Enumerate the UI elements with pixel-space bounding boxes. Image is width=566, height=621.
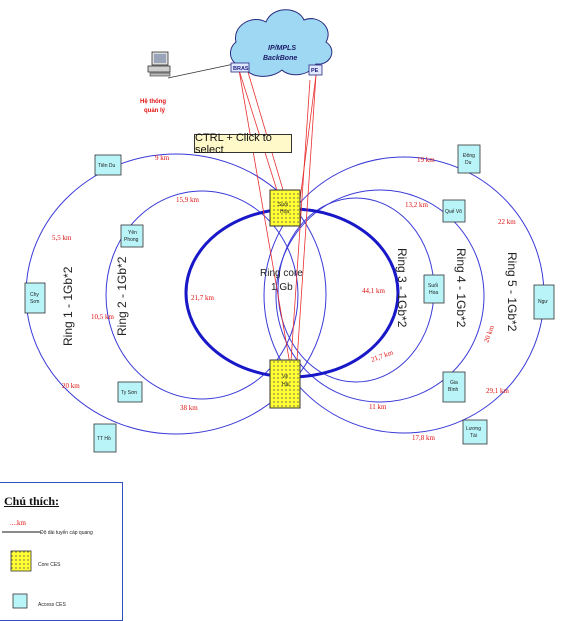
core-node-suoi-hoa-line2: Hòa: [280, 209, 289, 215]
distance-label: 38 km: [180, 404, 198, 412]
access-node-gia-binh-line2: Bình: [448, 387, 459, 393]
distance-label: 21,7 km: [370, 348, 395, 364]
ring-4-label: Ring 4 - 1Gb*2: [454, 248, 468, 328]
distance-label: 5,5 km: [52, 234, 72, 242]
access-node-suoi-hoa-access[interactable]: [423, 274, 445, 304]
access-node-ty-son-label: Ty Sơn: [121, 390, 137, 396]
access-node-luong-tai-line1: Lương: [466, 426, 481, 432]
ring-5-label: Ring 5 - 1Gb*2: [505, 252, 519, 332]
legend-access-desc: Access CES: [38, 602, 66, 608]
access-node-chy-son-line2: Sơn: [30, 299, 40, 305]
distance-label: 29,1 km: [486, 387, 510, 395]
ring-3-label: Ring 3 - 1Gb*2: [395, 248, 409, 328]
access-node-yen-phong[interactable]: [120, 224, 144, 248]
ring-1-label: Ring 1 - 1Gb*2: [61, 266, 75, 346]
distance-label: 15,9 km: [176, 196, 200, 204]
distance-label: 19 km: [417, 156, 435, 164]
distance-label: 20 km: [62, 382, 80, 390]
bras-box: [230, 62, 250, 73]
access-node-tt-ho[interactable]: [93, 423, 117, 453]
access-node-ngu-label: Ngư: [538, 299, 548, 305]
legend-panel: Chú thích: ....km Độ dài tuyến cáp quang…: [0, 482, 123, 621]
access-node-gia-binh-line1: Gia: [450, 380, 458, 386]
management-line2: quản lý: [144, 108, 166, 114]
access-node-suoi-hoa-line1: Suối: [428, 283, 438, 289]
access-node-tt-ho-label: TT Hồ: [97, 436, 111, 442]
access-node-chy-son[interactable]: [24, 282, 46, 314]
cloud-title: IP/MPLS: [268, 45, 296, 52]
ring-4-line: [275, 189, 485, 403]
access-node-tien-du-label: Tiên Du: [98, 163, 116, 169]
core-node-ve-hai[interactable]: [269, 359, 301, 409]
distance-label: 9 km: [155, 154, 170, 162]
distance-label: 11 km: [369, 403, 387, 411]
core-node-ve-hai-line2: Hải: [282, 382, 290, 388]
access-node-ty-son[interactable]: [117, 381, 143, 403]
legend-core-symbol: [10, 550, 32, 572]
access-node-dong-du[interactable]: [457, 144, 481, 174]
access-node-que-vo-label: Quế Võ: [445, 209, 462, 215]
pe-label: PE: [311, 68, 319, 74]
bras-label: BRAS: [233, 66, 249, 72]
ring-2-line: [105, 190, 299, 400]
distance-label: 44,1 km: [362, 287, 386, 295]
legend-access-symbol: [12, 593, 28, 609]
access-node-yen-phong-line2: Phong: [124, 237, 139, 243]
distance-label: 22 km: [498, 218, 516, 226]
legend-title: Chú thích:: [4, 494, 60, 508]
access-node-luong-tai[interactable]: [462, 419, 488, 445]
computer-icon: [147, 51, 171, 77]
access-node-suoi-hoa-line2: Hoa: [429, 290, 438, 296]
access-node-luong-tai-line2: Tài: [470, 433, 477, 439]
core-node-suoi-hoa-line1: Suối: [278, 202, 288, 208]
cloud-subtitle: BackBone: [263, 55, 297, 62]
ring-2-label: Ring 2 - 1Gb*2: [115, 256, 129, 336]
legend-cable-desc: Độ dài tuyến cáp quang: [40, 530, 93, 536]
select-tooltip: CTRL + Click to select: [194, 132, 292, 156]
access-node-dong-du-line2: Du: [465, 160, 472, 166]
distance-label: 13,2 km: [405, 201, 429, 209]
management-link: [167, 63, 235, 79]
access-node-tien-du[interactable]: [94, 154, 122, 176]
distance-label: 20 km: [482, 324, 496, 344]
access-node-dong-du-line1: Đông: [463, 153, 475, 159]
core-node-ve-hai-line1: Vệ: [282, 374, 288, 380]
core-ring-label: Ring core: [260, 268, 303, 279]
access-node-chy-son-line1: Chy: [30, 292, 39, 298]
management-line1: Hệ thống: [140, 98, 166, 105]
distance-label: 21,7 km: [191, 294, 215, 302]
pe-box: [308, 64, 323, 76]
access-node-ngu[interactable]: [533, 284, 555, 320]
core-ring-capacity: 1 Gb: [271, 282, 293, 293]
legend-km-label: ....km: [10, 519, 26, 527]
distance-label: 10,5 km: [91, 313, 115, 321]
legend-cable-line: [2, 531, 40, 533]
access-node-que-vo[interactable]: [442, 199, 466, 223]
distance-label: 17,8 km: [412, 434, 436, 442]
access-node-gia-binh[interactable]: [442, 371, 466, 403]
access-node-yen-phong-line1: Yên: [128, 230, 137, 236]
legend-core-desc: Core CES: [38, 562, 61, 568]
core-node-suoi-hoa[interactable]: [269, 189, 301, 227]
